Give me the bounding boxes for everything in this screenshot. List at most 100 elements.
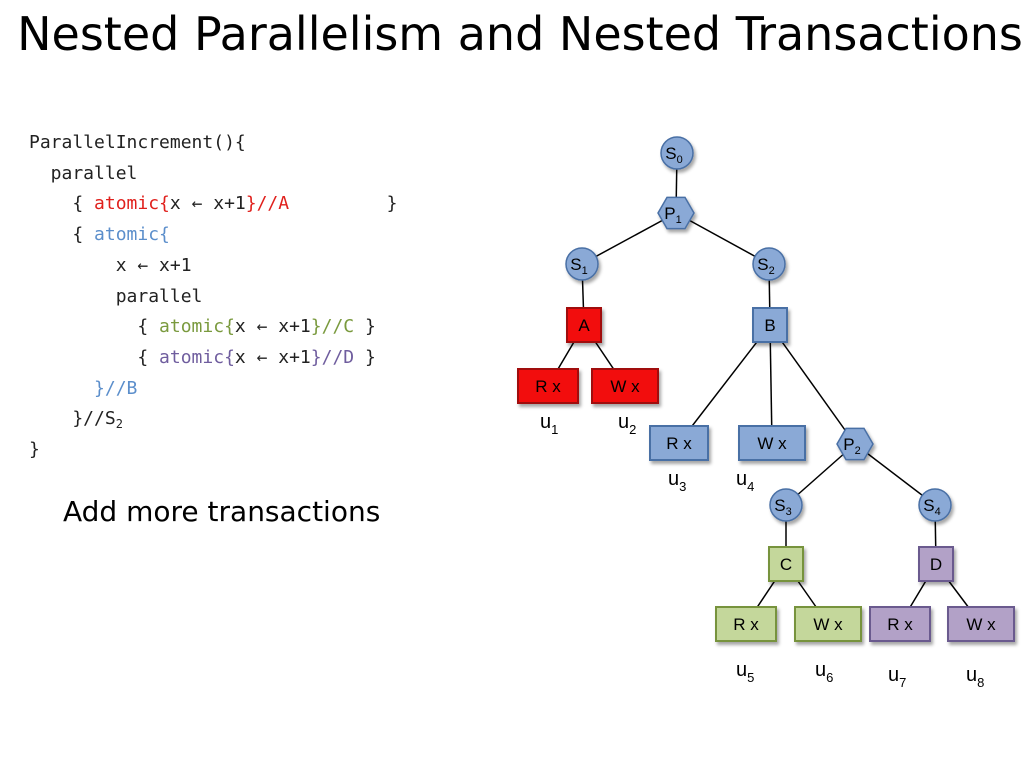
node-label: W x: [757, 434, 787, 453]
tree-node-s3: S3: [769, 488, 803, 522]
u-label-subscript: 2: [629, 422, 636, 437]
node-subscript: 0: [677, 154, 683, 166]
code-brace: }: [289, 193, 398, 215]
u-label-u4: u4: [736, 468, 754, 494]
tree-node-s0: S0: [660, 136, 694, 170]
node-label: C: [780, 555, 792, 574]
atomic-keyword-a: atomic{: [94, 193, 170, 215]
node-label: W x: [610, 377, 640, 396]
code-listing: ParallelIncrement(){ parallel { atomic{x…: [29, 128, 397, 466]
atomic-close-b: }//B: [94, 377, 138, 399]
tree-node-c-wx: W x: [794, 606, 862, 642]
u-label-subscript: 6: [826, 670, 833, 685]
atomic-keyword-d: atomic{: [159, 346, 235, 368]
code-line-10: }//S2: [29, 408, 123, 432]
node-box: [738, 425, 806, 461]
tree-node-a: A: [566, 307, 602, 343]
code-subscript: 2: [115, 417, 123, 432]
node-label: R x: [733, 615, 759, 634]
node-subscript: 1: [582, 265, 588, 277]
atomic-close-c: }//C: [310, 316, 355, 338]
node-box: [947, 606, 1015, 642]
u-label-u3: u3: [668, 468, 686, 494]
node-circle: [769, 488, 803, 522]
node-label: D: [930, 555, 942, 574]
edge-b-to-b-wx: [769, 324, 773, 444]
node-box: [918, 546, 954, 582]
u-label-subscript: 7: [899, 675, 906, 690]
code-line-1: ParallelIncrement(){: [29, 132, 246, 153]
edge-p1-to-s1: [581, 212, 677, 265]
node-circle: [660, 136, 694, 170]
code-line-7: { atomic{x ← x+1}//C }: [29, 316, 376, 338]
edge-p1-to-s2: [675, 212, 770, 265]
node-subscript: 2: [769, 265, 775, 277]
code-brace: }: [354, 346, 376, 368]
tree-node-s1: S1: [565, 247, 599, 281]
tree-node-d-rx: R x: [869, 606, 931, 642]
code-brace: {: [29, 346, 160, 368]
code-line-8: { atomic{x ← x+1}//D }: [29, 346, 376, 368]
code-line-4: { atomic{: [29, 224, 170, 245]
u-label-u2: u2: [618, 411, 636, 437]
u-label-u5: u5: [736, 659, 754, 685]
node-label: R x: [535, 377, 561, 396]
node-hexagon: [836, 427, 874, 461]
edge-b-to-b-rx: [678, 324, 771, 444]
code-line-3: { atomic{x ← x+1}//A }: [29, 193, 397, 214]
u-label-u6: u6: [815, 659, 833, 685]
code-line-6: parallel: [29, 285, 203, 307]
code-brace: }: [354, 316, 376, 338]
node-label: A: [578, 316, 590, 335]
u-label-subscript: 1: [551, 422, 558, 437]
node-subscript: 2: [855, 445, 861, 457]
code-brace: {: [29, 224, 95, 246]
node-subscript: 1: [676, 214, 682, 226]
node-box: [869, 606, 931, 642]
node-box: [649, 425, 709, 461]
slide-title: Nested Parallelism and Nested Transactio…: [17, 7, 1023, 61]
node-box: [517, 368, 579, 404]
code-line-5: x ← x+1: [29, 254, 192, 276]
atomic-keyword-c: atomic{: [159, 316, 235, 338]
node-label: W x: [813, 615, 843, 634]
tree-node-a-wx: W x: [591, 368, 659, 404]
tree-node-b-wx: W x: [738, 425, 806, 461]
code-stmt: x ← x+1: [234, 316, 311, 338]
tree-node-s4: S4: [918, 488, 952, 522]
tree-node-d-wx: W x: [947, 606, 1015, 642]
tree-node-b-rx: R x: [649, 425, 709, 461]
node-box: [715, 606, 777, 642]
code-line-2: parallel: [29, 162, 138, 184]
node-circle: [565, 247, 599, 281]
node-box: [591, 368, 659, 404]
u-label-u8: u8: [966, 664, 984, 690]
tree-node-a-rx: R x: [517, 368, 579, 404]
tree-node-c: C: [768, 546, 804, 582]
code-stmt: x ← x+1: [169, 193, 246, 215]
u-label-u1: u1: [540, 411, 558, 437]
caption-text: Add more transactions: [63, 495, 381, 528]
node-hexagon: [657, 196, 695, 230]
node-circle: [918, 488, 952, 522]
tree-node-p2: P2: [836, 427, 874, 461]
node-label: R x: [666, 434, 692, 453]
tree-node-d: D: [918, 546, 954, 582]
node-label: W x: [966, 615, 996, 634]
tree-node-s2: S2: [752, 247, 786, 281]
node-circle: [752, 247, 786, 281]
u-label-subscript: 5: [747, 670, 754, 685]
code-brace: {: [29, 316, 160, 338]
u-label-subscript: 3: [679, 479, 686, 494]
u-label-subscript: 4: [747, 479, 754, 494]
edge-p2-to-s4: [854, 443, 936, 506]
tree-node-c-rx: R x: [715, 606, 777, 642]
u-label-u7: u7: [888, 664, 906, 690]
node-box: [794, 606, 862, 642]
node-subscript: 3: [786, 506, 792, 518]
atomic-keyword-b: atomic{: [94, 224, 170, 246]
node-subscript: 4: [935, 506, 941, 518]
